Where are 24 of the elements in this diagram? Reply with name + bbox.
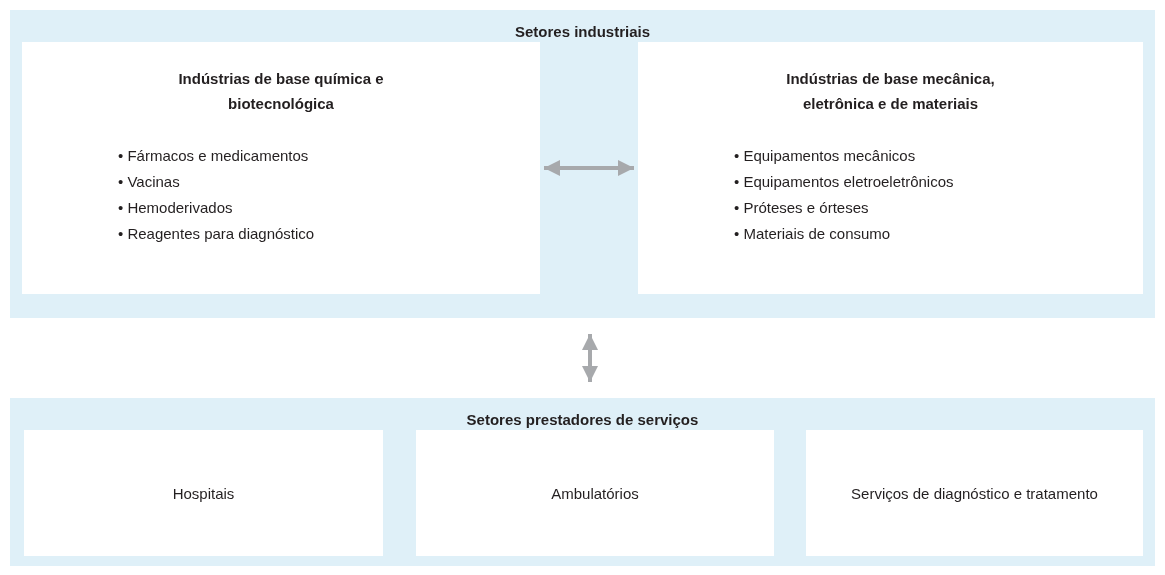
sector-box [638,42,1143,294]
box-label: Serviços de diagnóstico e tratamento [850,483,1099,504]
double-arrow [582,334,598,382]
box-label: Ambulatórios [550,483,640,504]
bullet-item: • Hemoderivados [118,198,233,217]
sector-box [22,42,540,294]
sector-box [24,430,383,556]
double-arrow [544,160,634,176]
bullet-item: • Vacinas [118,172,180,191]
sector-panel [10,10,1155,318]
sector-box [416,430,774,556]
bullet-item: • Reagentes para diagnóstico [118,224,315,243]
sector-box [806,430,1143,556]
bullet-item: • Equipamentos mecânicos [734,146,916,165]
sector-panel [10,398,1155,566]
panel-title: Setores prestadores de serviços [465,410,700,429]
box-heading: Indústrias de base química e biotecnológica [177,69,385,114]
bullet-item: • Materiais de consumo [734,224,891,243]
bullet-item: • Próteses e órteses [734,198,869,217]
panel-title: Setores industriais [513,22,651,41]
box-heading: Indústrias de base mecânica, eletrônica e de materiais [785,69,996,114]
box-label: Hospitais [171,483,236,504]
bullet-item: • Equipamentos eletroeletrônicos [734,172,954,191]
bullet-item: • Fármacos e medicamentos [118,146,309,165]
